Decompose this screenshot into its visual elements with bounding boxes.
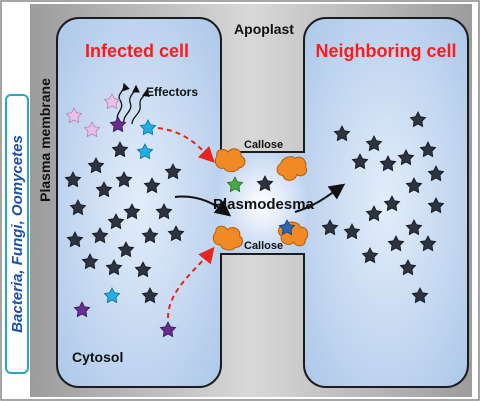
callose-label-bottom: Callose [244,240,283,252]
callose-label-top: Callose [244,139,283,151]
apoplast-label: Apoplast [234,21,294,37]
plasma-membrane-label: Plasma membrane [37,78,53,202]
infected-cell-title: Infected cell [85,41,189,61]
cytosol-label: Cytosol [72,349,123,365]
infected-cell [56,17,222,388]
effector-path-arrow-top [157,127,215,163]
pathogen-label: Bacteria, Fungi, Oomycetes [9,135,26,333]
transport-arrow-out [294,183,346,213]
neighboring-cell-title: Neighboring cell [315,41,456,61]
transport-arrow-in [174,195,232,217]
pathogen-label-box: Bacteria, Fungi, Oomycetes [5,94,29,374]
effectors-label: Effectors [146,85,198,99]
plasmodesma-label: Plasmodesma [213,196,315,213]
effector-release-arrows [116,82,150,125]
effector-path-arrow-bottom [167,246,215,319]
